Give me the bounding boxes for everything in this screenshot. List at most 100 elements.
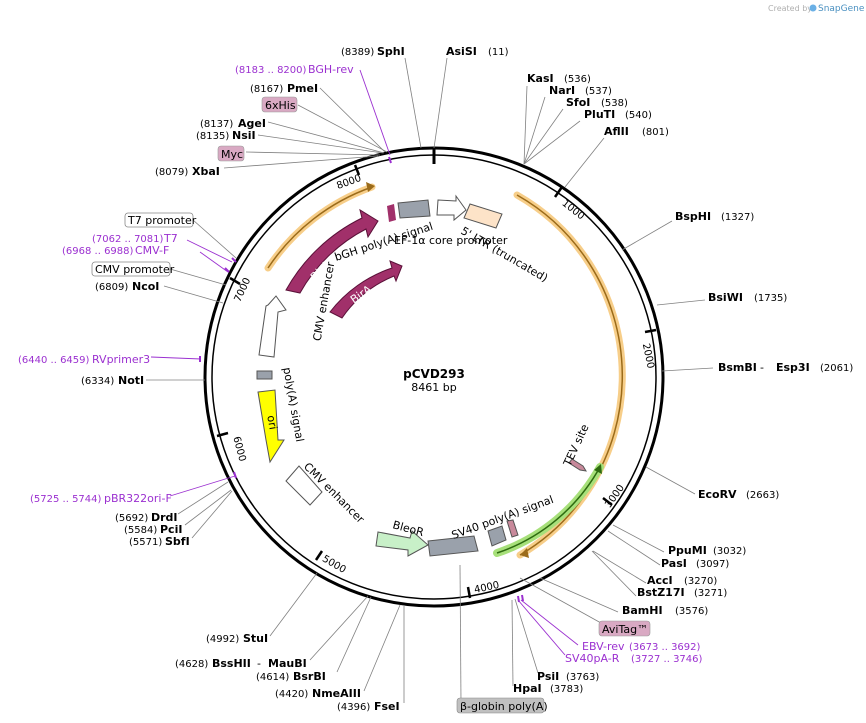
agei-label[interactable]: AgeI: [238, 117, 266, 130]
kasi-label[interactable]: KasI: [527, 72, 554, 85]
credit-prefix: Created by: [768, 4, 812, 13]
snapgene-logo-icon: [809, 4, 817, 12]
nmeaiii-label[interactable]: NmeAIII: [312, 687, 361, 700]
orf-arrowhead-right: [520, 548, 529, 558]
pasi-label[interactable]: PasI: [661, 557, 687, 570]
ruler-6000: 6000: [230, 435, 247, 462]
cmv-f-label[interactable]: CMV-F: [135, 244, 169, 257]
acci-label[interactable]: AccI: [647, 574, 673, 587]
pmei-label[interactable]: PmeI: [287, 82, 318, 95]
cmv-enhancer-lower: [285, 465, 323, 506]
stui-label[interactable]: StuI: [243, 632, 268, 645]
ori-label: ori: [264, 414, 279, 430]
psii-label[interactable]: PsiI: [537, 670, 559, 683]
ltr-feature: [463, 203, 503, 229]
bsphi-label[interactable]: BspHI: [675, 210, 711, 223]
ppumi-pos: (3032): [713, 546, 746, 557]
hpai-label[interactable]: HpaI: [513, 682, 542, 695]
rvprimer3-label[interactable]: RVprimer3: [92, 353, 150, 366]
nari-label[interactable]: NarI: [549, 84, 575, 97]
green-arrowhead: [594, 464, 602, 474]
primer-leaders: [150, 69, 579, 656]
bira-arrow-inner: [329, 260, 403, 319]
orf-line-right: [516, 194, 623, 556]
nsii-label[interactable]: NsiI: [232, 129, 256, 142]
plasmid-name: pCVD293: [403, 367, 465, 381]
sphi-label[interactable]: SphI: [377, 45, 405, 58]
agei-pos: (8137): [200, 119, 233, 130]
ruler-5000: 5000: [320, 554, 348, 576]
cmv-promoter-label[interactable]: CMV promoter: [95, 263, 175, 276]
beta-globin-label[interactable]: β-globin poly(A): [460, 700, 548, 713]
nari-pos: (537): [585, 86, 612, 97]
pcii-pos: (5584): [124, 525, 157, 536]
tick-6000: [216, 431, 229, 438]
tick-4000: [466, 586, 472, 599]
tick-7000: [229, 276, 241, 286]
ecorv-label[interactable]: EcoRV: [698, 488, 737, 501]
asisi-label[interactable]: AsiSI: [446, 45, 477, 58]
nmeaiii-pos: (4420): [275, 689, 308, 700]
tick-1000: [553, 186, 564, 198]
bsshii-sep: -: [257, 657, 261, 670]
sbfi-label[interactable]: SbfI: [165, 535, 190, 548]
ruler-2000: 2000: [640, 342, 656, 369]
pbr322ori-f-range: (5725 .. 5744): [30, 494, 102, 505]
maubi-label[interactable]: MauBI: [268, 657, 307, 670]
psii-pos: (3763): [566, 672, 599, 683]
enzyme-leaders: [146, 57, 714, 703]
aflii-label[interactable]: AflII: [604, 125, 629, 138]
bsrbi-pos: (4614): [256, 672, 289, 683]
cmv-enhancer-left: [258, 295, 287, 358]
cmv-promoter-box: [91, 261, 171, 277]
bsrbi-label[interactable]: BsrBI: [293, 670, 326, 683]
pcii-label[interactable]: PciI: [160, 523, 182, 536]
xbai-pos: (8079): [155, 167, 188, 178]
bsiwi-label[interactable]: BsiWI: [708, 291, 743, 304]
bsiwi-pos: (1735): [754, 293, 787, 304]
esp3i-label[interactable]: Esp3I: [776, 361, 810, 374]
bstz17i-label[interactable]: BstZ17I: [637, 586, 685, 599]
fsei-pos: (4396): [337, 702, 370, 713]
bamhi-label[interactable]: BamHI: [622, 604, 663, 617]
sbfi-pos: (5571): [129, 537, 162, 548]
sv40pa-r-range: (3727 .. 3746): [631, 654, 703, 665]
ori-arrow: [257, 389, 285, 464]
primer-markers: [199, 156, 524, 603]
beta-globin-feature: [427, 535, 479, 557]
fsei-label[interactable]: FseI: [374, 700, 400, 713]
pluti-label[interactable]: PluTI: [584, 108, 615, 121]
bleor-arrow: [375, 530, 429, 557]
credit-brand: SnapGene: [818, 4, 865, 14]
bamhi-pos: (3576): [675, 606, 708, 617]
xbai-label[interactable]: XbaI: [192, 165, 220, 178]
cmv-f-range: (6968 .. 6988): [62, 246, 134, 257]
noti-pos: (6334): [81, 376, 114, 387]
sfoi-label[interactable]: SfoI: [566, 96, 590, 109]
drdi-pos: (5692): [115, 513, 148, 524]
nsii-pos: (8135): [196, 131, 229, 142]
ebv-rev-label[interactable]: EBV-rev: [582, 640, 625, 653]
drdi-label[interactable]: DrdI: [151, 511, 178, 524]
rvprimer3-range: (6440 .. 6459): [18, 355, 90, 366]
avitag-label[interactable]: AviTag™: [602, 623, 648, 636]
his6-label[interactable]: 6xHis: [265, 99, 296, 112]
ruler-4000: 4000: [473, 580, 500, 596]
myc-label[interactable]: Myc: [221, 148, 243, 161]
t7-label[interactable]: T7: [163, 232, 178, 245]
pbr322ori-f-label[interactable]: pBR322ori-F: [104, 492, 172, 505]
bgh-rev-label[interactable]: BGH-rev: [308, 63, 354, 76]
pmei-pos: (8167): [250, 84, 283, 95]
sv40pa-r-label[interactable]: SV40pA-R: [565, 652, 620, 665]
tick-8000: [353, 164, 361, 176]
noti-label[interactable]: NotI: [118, 374, 144, 387]
ppumi-label[interactable]: PpuMI: [668, 544, 707, 557]
t7-promoter-label[interactable]: T7 promoter: [127, 214, 197, 227]
bgh-polya-feature: [397, 199, 431, 219]
t7-range: (7062 .. 7081): [92, 234, 164, 245]
bgh-rev-range: (8183 .. 8200): [235, 65, 307, 76]
pluti-pos: (540): [625, 110, 652, 121]
bsmbi-label[interactable]: BsmBI: [718, 361, 757, 374]
bsshii-label[interactable]: BssHII: [212, 657, 251, 670]
ncoi-label[interactable]: NcoI: [132, 280, 159, 293]
